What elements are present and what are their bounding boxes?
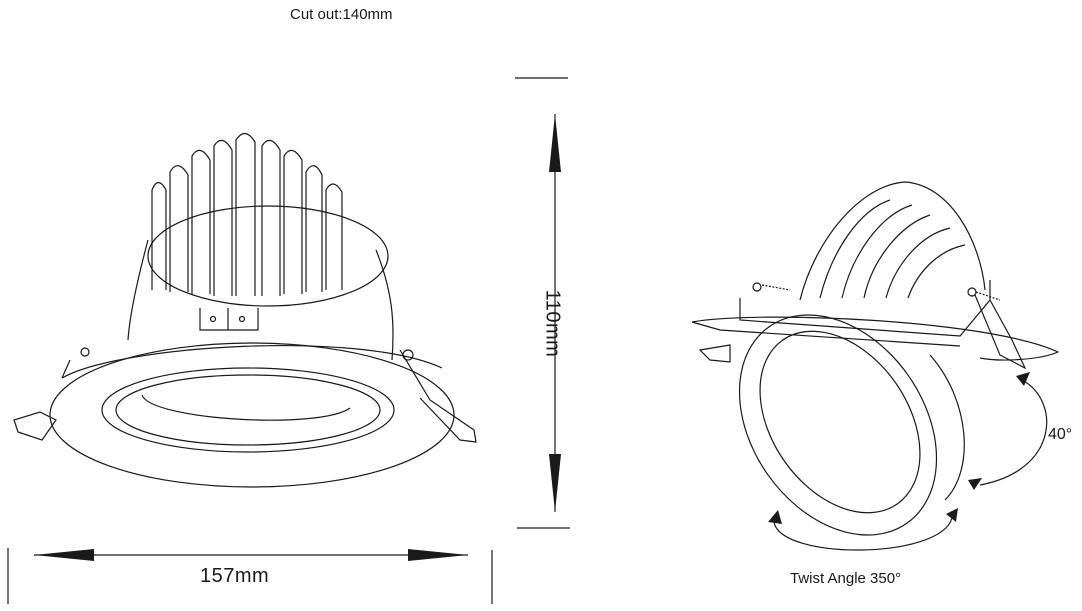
width-dimension	[7, 548, 493, 604]
cut-out-label: Cut out:140mm	[290, 6, 393, 23]
front-view-fixture	[13, 132, 477, 488]
mount-bracket	[199, 308, 259, 331]
tilted-lens-inner	[759, 330, 921, 514]
heatsink-collar	[127, 239, 394, 361]
trim-top-edge	[61, 345, 443, 379]
tilt-angle-arrow	[968, 372, 1048, 490]
width-dimension-label: 157mm	[200, 565, 270, 587]
height-dimension	[515, 77, 570, 529]
spring-clip-right	[399, 349, 477, 443]
twist-angle-arrow	[768, 508, 958, 551]
lens-reflector	[141, 394, 351, 421]
tilted-lens-outer	[738, 314, 938, 536]
heatsink-ring	[147, 205, 389, 307]
tilted-heatsink-dome	[799, 181, 986, 301]
lens-ring-inner	[115, 374, 381, 446]
spring-clip-left	[13, 359, 71, 441]
heatsink-fins	[151, 132, 343, 296]
height-dimension-label: 110mm	[541, 289, 564, 358]
twist-angle-label: Twist Angle 350°	[790, 570, 902, 587]
tilt-angle-label: 40°	[1048, 426, 1073, 443]
trim-ring-outer	[49, 342, 455, 488]
tilted-view-fixture	[691, 181, 1060, 536]
lens-ring-outer	[101, 367, 395, 453]
